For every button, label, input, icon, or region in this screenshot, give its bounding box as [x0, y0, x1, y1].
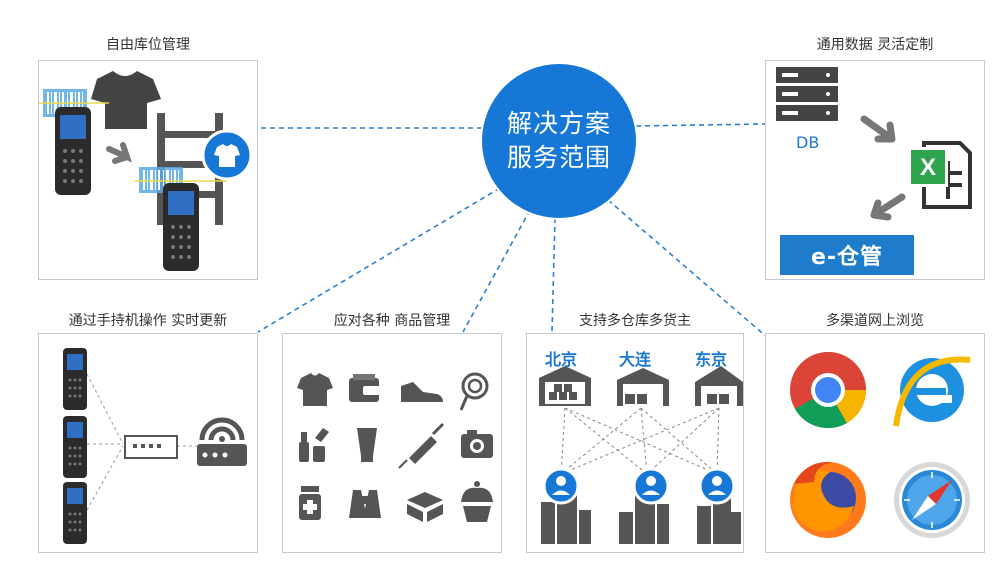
- city-tokyo: 东京: [695, 350, 728, 369]
- data-panel: X DB e-仓管: [765, 60, 985, 280]
- data-illustration: X: [776, 67, 972, 221]
- warehouse-panel: 北京 大连 东京: [526, 333, 744, 553]
- handheld-panel: [38, 333, 258, 553]
- wallet-icon: [349, 374, 381, 402]
- solution-hub: 解决方案 服务范围: [482, 64, 636, 218]
- warehouse-title: 支持多仓库多货主: [579, 313, 691, 329]
- sneaker-icon: [401, 382, 443, 402]
- goods-icon-grid: [297, 372, 493, 522]
- browser-title: 多渠道网上浏览: [826, 313, 924, 329]
- firefox-icon: [790, 461, 866, 538]
- arrow-icon: [860, 115, 896, 143]
- barcode-icon: [135, 167, 227, 193]
- binoculars-icon: [349, 490, 381, 518]
- network-switch-icon: [124, 435, 178, 459]
- handheld-title: 通过手持机操作 实时更新: [68, 313, 228, 329]
- safari-icon: [894, 462, 970, 538]
- storage-panel: [38, 60, 258, 280]
- warehouse-icon: [695, 366, 743, 406]
- excel-icon: X: [908, 141, 972, 209]
- building-icon: [619, 492, 669, 544]
- warehouse-icon: [539, 366, 591, 406]
- storage-illustration: [39, 71, 253, 271]
- handheld-scanner-icon: [163, 183, 199, 271]
- tshirt-icon: [91, 71, 161, 129]
- wifi-router-icon: [197, 417, 247, 466]
- city-dalian: 大连: [619, 350, 652, 369]
- cupcake-icon: [461, 481, 493, 522]
- browser-panel: [765, 333, 985, 553]
- chrome-icon: [790, 352, 867, 429]
- data-title: 通用数据 灵活定制: [816, 37, 934, 53]
- medicine-bottle-icon: [299, 486, 321, 520]
- storage-title: 自由库位管理: [106, 37, 190, 53]
- warehouse-icon: [617, 368, 669, 406]
- arrow-icon: [106, 142, 132, 164]
- tshirt-icon: [297, 373, 333, 406]
- handheld-scanner-icon: [55, 107, 91, 195]
- lollipop-icon: [459, 372, 489, 411]
- tube-icon: [357, 428, 377, 462]
- hub-line1: 解决方案: [506, 109, 611, 138]
- handheld-scanner-icon: [63, 482, 87, 544]
- link-warehouse: [551, 217, 556, 333]
- city-beijing: 北京: [545, 350, 578, 369]
- cosmetics-icon: [299, 428, 329, 462]
- svg-text:X: X: [920, 154, 936, 181]
- arrow-icon: [870, 193, 906, 221]
- goods-title: 应对各种 商品管理: [333, 313, 451, 329]
- link-data: [635, 123, 766, 127]
- syringe-icon: [398, 422, 445, 469]
- building-icon: [541, 490, 591, 544]
- box-icon: [407, 492, 443, 522]
- camera-icon: [461, 430, 493, 458]
- database-icon: [776, 67, 838, 121]
- e-cangguan-logo: e-仓管: [780, 235, 914, 275]
- warehouse-network: [539, 366, 743, 544]
- internet-explorer-icon: [893, 356, 971, 427]
- owner-badge-icon: [698, 467, 736, 505]
- goods-panel: [282, 333, 502, 553]
- browser-icons: [790, 352, 971, 538]
- handheld-illustration: [63, 348, 247, 544]
- building-icon: [697, 494, 741, 544]
- link-handheld: [257, 187, 501, 333]
- owner-badge-icon: [542, 467, 580, 505]
- db-label: DB: [796, 133, 820, 152]
- owner-badge-icon: [632, 467, 670, 505]
- handheld-scanner-icon: [63, 348, 87, 410]
- handheld-scanner-icon: [63, 416, 87, 478]
- hub-line2: 服务范围: [506, 143, 611, 172]
